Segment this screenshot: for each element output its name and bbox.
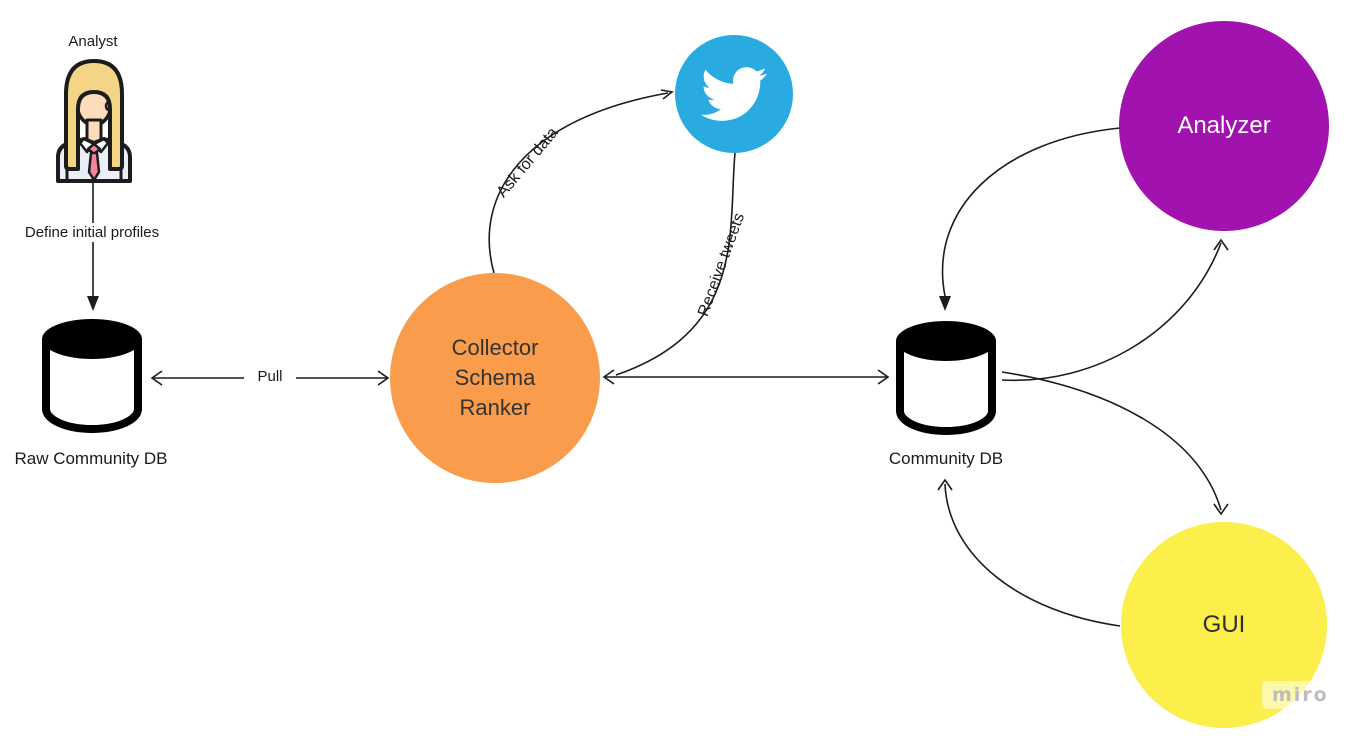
- arrowhead-down: [1213, 503, 1229, 516]
- analyzer-node[interactable]: Analyzer: [1119, 21, 1329, 231]
- twitter-node[interactable]: [675, 35, 793, 153]
- arrowhead-down-filled: [939, 296, 951, 311]
- edge-receive-tweets[interactable]: [615, 152, 736, 376]
- edge-collector-community-db[interactable]: [602, 369, 890, 385]
- community-db-node[interactable]: [892, 317, 1000, 439]
- database-cylinder-icon: [896, 321, 996, 435]
- analyzer-label: Analyzer: [1177, 112, 1271, 139]
- gui-label: GUI: [1202, 611, 1246, 638]
- analyst-node[interactable]: [54, 54, 134, 184]
- edge-ask-for-data[interactable]: [488, 89, 674, 274]
- arrowhead-up: [1213, 238, 1229, 251]
- arrowhead-left: [150, 370, 163, 386]
- analyst-avatar-icon: [56, 59, 132, 183]
- collector-schema-ranker-node[interactable]: Collector Schema Ranker: [390, 273, 600, 483]
- arrowhead-right: [660, 89, 674, 100]
- edge-community-db-to-gui[interactable]: [1001, 371, 1229, 516]
- arrowhead-down-filled: [87, 296, 99, 311]
- edge-gui-to-community-db[interactable]: [937, 478, 1121, 627]
- community-db-caption[interactable]: Community DB: [888, 449, 1004, 468]
- arrowhead-up: [937, 478, 953, 491]
- arrowhead-right: [877, 369, 890, 385]
- edge-label-define-initial-profiles[interactable]: Define initial profiles: [10, 223, 174, 242]
- arrowhead-left: [602, 369, 615, 385]
- edge-label-pull[interactable]: Pull: [244, 367, 296, 386]
- raw-community-db-node[interactable]: [38, 315, 146, 437]
- raw-community-db-caption[interactable]: Raw Community DB: [14, 449, 168, 468]
- edge-analyzer-to-community-db[interactable]: [939, 127, 1121, 311]
- database-cylinder-icon: [42, 319, 142, 433]
- arrowhead-right: [377, 370, 390, 386]
- analyst-caption[interactable]: Analyst: [68, 33, 118, 50]
- miro-watermark: miro: [1262, 681, 1339, 709]
- edge-community-db-to-analyzer[interactable]: [1001, 238, 1229, 382]
- collector-schema-ranker-label: Collector Schema Ranker: [451, 335, 539, 420]
- twitter-bird-icon: [701, 67, 767, 121]
- edge-define-initial-profiles[interactable]: [87, 183, 99, 311]
